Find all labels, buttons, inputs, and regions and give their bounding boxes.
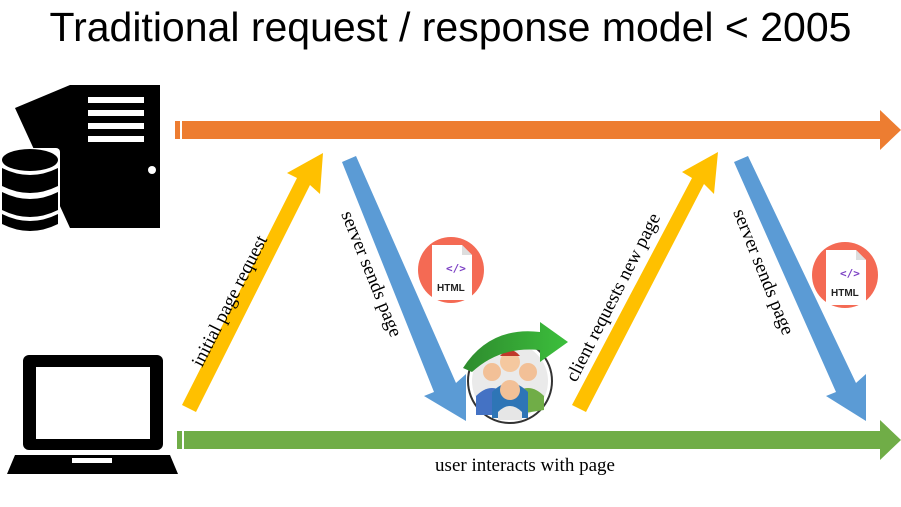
- initial-request-label: initial page request: [188, 231, 273, 370]
- server-timeline-arrow: [175, 110, 901, 150]
- diagram-title: Traditional request / response model < 2…: [49, 4, 852, 50]
- client-timeline-arrow: [177, 420, 901, 460]
- svg-text:</>: </>: [446, 262, 466, 275]
- server-tower-icon: [15, 85, 160, 228]
- html-file-icon: </>: [812, 242, 878, 308]
- user-interacts-label: user interacts with page: [435, 455, 615, 476]
- user-group-icon: [467, 338, 553, 424]
- html-badge-label-1: HTML: [437, 283, 465, 294]
- database-icon: [2, 148, 60, 231]
- server-response-arrow-2: [734, 156, 866, 421]
- html-badge-label-2: HTML: [831, 288, 859, 299]
- initial-request-arrow: [182, 153, 323, 412]
- server-response-arrow-1: [342, 156, 466, 421]
- svg-text:</>: </>: [840, 267, 860, 280]
- html-file-icon: </>: [418, 237, 484, 303]
- laptop-icon: [7, 355, 178, 474]
- refresh-arc-icon: [463, 322, 568, 372]
- client-request-arrow: [572, 152, 718, 412]
